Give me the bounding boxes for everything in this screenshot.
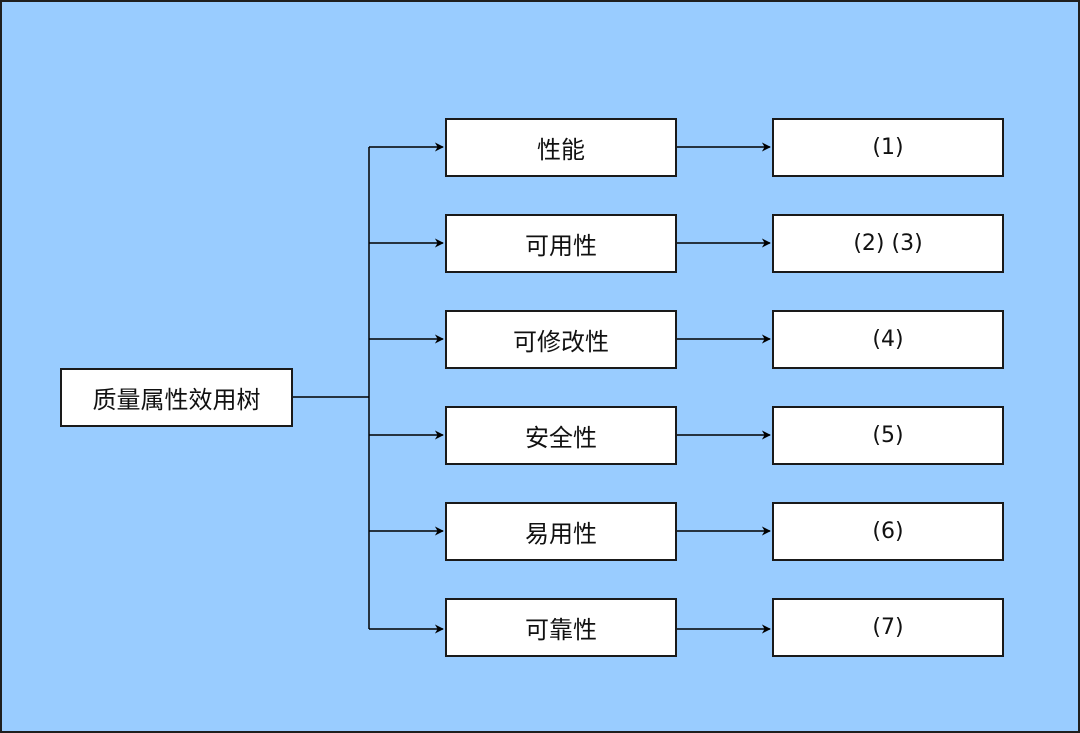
scenario-label: (5) — [872, 423, 904, 448]
scenario-label: (6) — [872, 519, 904, 544]
scenario-node-security: (5) — [772, 406, 1004, 465]
scenario-label: (4) — [872, 327, 904, 352]
scenario-node-performance: (1) — [772, 118, 1004, 177]
scenario-node-reliability: (7) — [772, 598, 1004, 657]
root-node: 质量属性效用树 — [60, 368, 293, 427]
root-node-label: 质量属性效用树 — [92, 386, 261, 414]
attribute-node-modifiability: 可修改性 — [445, 310, 677, 369]
attribute-label: 可用性 — [525, 232, 597, 260]
scenario-node-availability: (2) (3) — [772, 214, 1004, 273]
attribute-label: 安全性 — [525, 424, 597, 452]
attribute-node-availability: 可用性 — [445, 214, 677, 273]
scenario-node-usability: (6) — [772, 502, 1004, 561]
attribute-node-security: 安全性 — [445, 406, 677, 465]
scenario-label: (1) — [872, 135, 904, 160]
attribute-label: 可靠性 — [525, 616, 597, 644]
scenario-label: (7) — [872, 615, 904, 640]
attribute-label: 易用性 — [525, 520, 597, 548]
scenario-node-modifiability: (4) — [772, 310, 1004, 369]
attribute-label: 性能 — [537, 136, 585, 164]
attribute-node-performance: 性能 — [445, 118, 677, 177]
scenario-label: (2) (3) — [853, 231, 923, 256]
attribute-node-reliability: 可靠性 — [445, 598, 677, 657]
attribute-node-usability: 易用性 — [445, 502, 677, 561]
attribute-label: 可修改性 — [513, 328, 609, 356]
